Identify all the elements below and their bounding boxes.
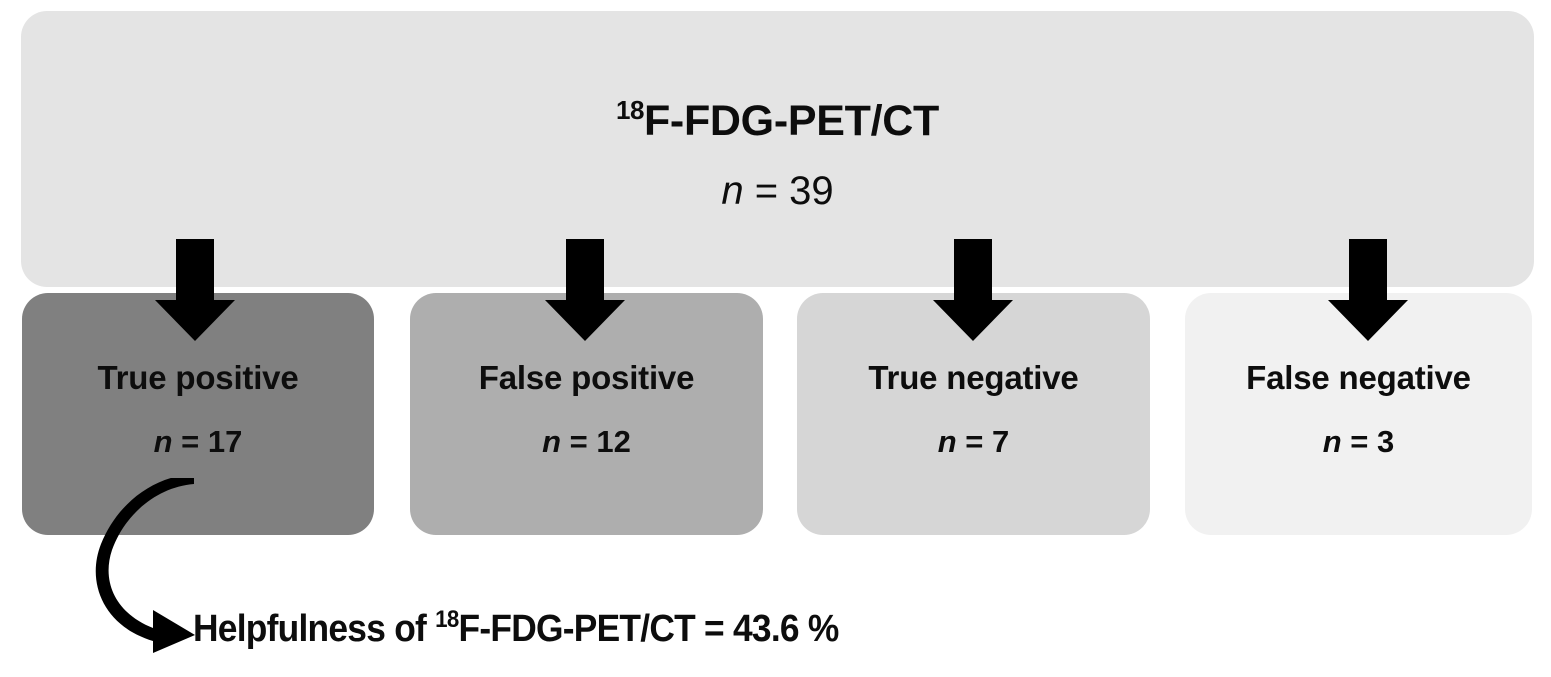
helpfulness-equals: =	[694, 608, 734, 650]
helpfulness-modality: F-FDG-PET/CT	[458, 608, 696, 650]
modality-count: n = 39	[21, 171, 1534, 211]
down-arrow-icon	[933, 239, 1013, 341]
modality-count-value: 39	[789, 169, 834, 213]
outcome-count-equals: =	[569, 424, 588, 459]
helpfulness-statement: Helpfulness of 18F-FDG-PET/CT = 43.6 %	[193, 606, 839, 650]
outcome-label: False negative	[1246, 359, 1471, 396]
modality-label: F-FDG-PET/CT	[643, 97, 939, 145]
outcome-count-equals: =	[965, 424, 984, 459]
modality-count-equals: =	[754, 169, 779, 213]
outcome-box-true-negative: True negative n = 7	[797, 293, 1150, 535]
outcome-count-symbol: n	[153, 424, 173, 459]
outcome-label: True negative	[868, 359, 1079, 396]
outcome-count: n = 7	[797, 426, 1150, 457]
outcome-count: n = 17	[22, 426, 374, 457]
outcome-box-false-negative: False negative n = 3	[1185, 293, 1532, 535]
outcome-count-value: 7	[992, 424, 1010, 459]
down-arrow-icon	[545, 239, 625, 341]
modality-superscript: 18	[616, 95, 644, 125]
down-arrow-icon	[155, 239, 235, 341]
outcome-count-symbol: n	[937, 424, 957, 459]
curved-arrow-icon	[95, 478, 225, 653]
outcome-count-equals: =	[181, 424, 200, 459]
down-arrow-icon	[1328, 239, 1408, 341]
outcome-count-symbol: n	[1322, 424, 1342, 459]
outcome-label: False positive	[478, 359, 695, 396]
helpfulness-superscript: 18	[435, 606, 459, 633]
modality-panel: 18F-FDG-PET/CT n = 39	[21, 11, 1534, 287]
modality-count-symbol: n	[721, 169, 744, 213]
outcome-count-value: 3	[1377, 424, 1395, 459]
outcome-count-symbol: n	[542, 424, 562, 459]
helpfulness-value: 43.6 %	[733, 608, 839, 650]
outcome-label: True positive	[97, 359, 299, 396]
outcome-count-value: 17	[207, 424, 243, 459]
outcome-count: n = 3	[1185, 426, 1532, 457]
outcome-count: n = 12	[410, 426, 763, 457]
outcome-count-value: 12	[596, 424, 631, 459]
modality-title: 18F-FDG-PET/CT	[21, 97, 1534, 143]
outcome-count-equals: =	[1350, 424, 1369, 459]
helpfulness-prefix: Helpfulness of	[193, 608, 436, 650]
